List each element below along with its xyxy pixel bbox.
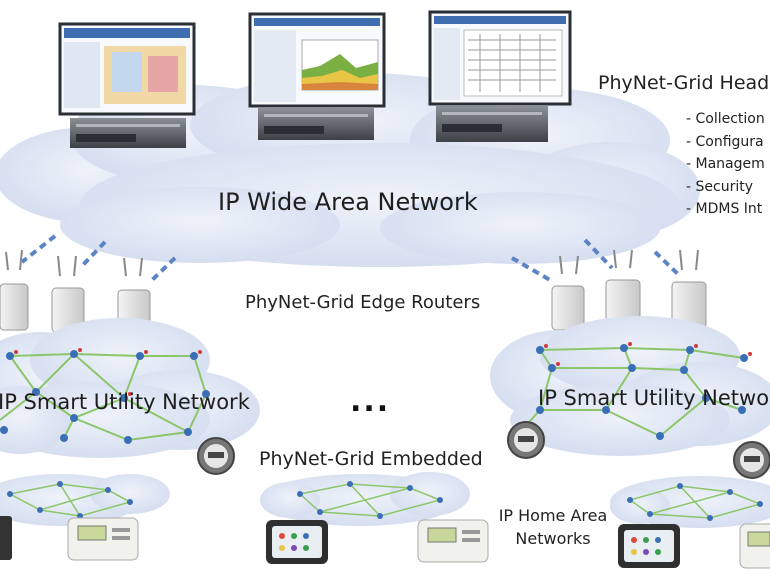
headend-feature: - Security <box>686 178 753 195</box>
ellipsis-label: ... <box>350 384 391 419</box>
wan-uplinks <box>20 234 682 284</box>
sun-cloud-right <box>490 316 770 456</box>
home-display-icon <box>0 516 12 560</box>
server-1 <box>58 22 196 148</box>
server-icon <box>258 108 374 140</box>
home-area-networks-label: IP Home Area Networks <box>498 506 608 548</box>
mesh-nodes-left <box>0 350 210 444</box>
smart-meter-icon <box>733 441 770 479</box>
edge-routers-label: PhyNet-Grid Edge Routers <box>245 292 481 313</box>
edge-router-icon <box>605 249 641 327</box>
headend-label: PhyNet-Grid Head <box>598 72 770 94</box>
home-display-icon <box>266 520 328 564</box>
mesh-right <box>519 346 745 437</box>
mesh-alerts-right <box>544 342 752 366</box>
server-icon <box>70 118 186 148</box>
headend-feature: - MDMS Int <box>686 201 763 217</box>
headend-feature: - Collection <box>686 111 765 127</box>
thermostat-icon <box>739 523 770 569</box>
headend-feature: - Configura <box>686 133 764 150</box>
thermostat-icon <box>417 519 489 563</box>
smart-meter-icon <box>507 421 545 459</box>
sun-cloud-left <box>0 318 260 458</box>
edge-router-icon <box>551 255 585 331</box>
mesh-nodes-right <box>516 344 748 440</box>
edge-router-icon <box>671 249 707 329</box>
han-nodes <box>7 481 763 521</box>
thermostat-icon <box>67 517 139 561</box>
headend-feature-list: - Collection - Configura - Managem - Sec… <box>686 108 765 221</box>
server-3 <box>428 10 572 142</box>
smart-meter-icon <box>197 437 235 475</box>
wan-label: IP Wide Area Network <box>218 188 478 216</box>
sun-left-label: IP Smart Utility Network <box>0 390 250 414</box>
server-2 <box>248 12 386 140</box>
sun-right-label: IP Smart Utility Netwo <box>538 386 770 410</box>
embedded-label: PhyNet-Grid Embedded <box>259 448 483 470</box>
home-display-icon <box>618 524 680 568</box>
edge-router-icon <box>51 255 85 333</box>
mesh-alerts-left <box>14 348 202 396</box>
edge-router-icon <box>0 249 29 331</box>
headend-feature: - Managem <box>686 156 765 172</box>
